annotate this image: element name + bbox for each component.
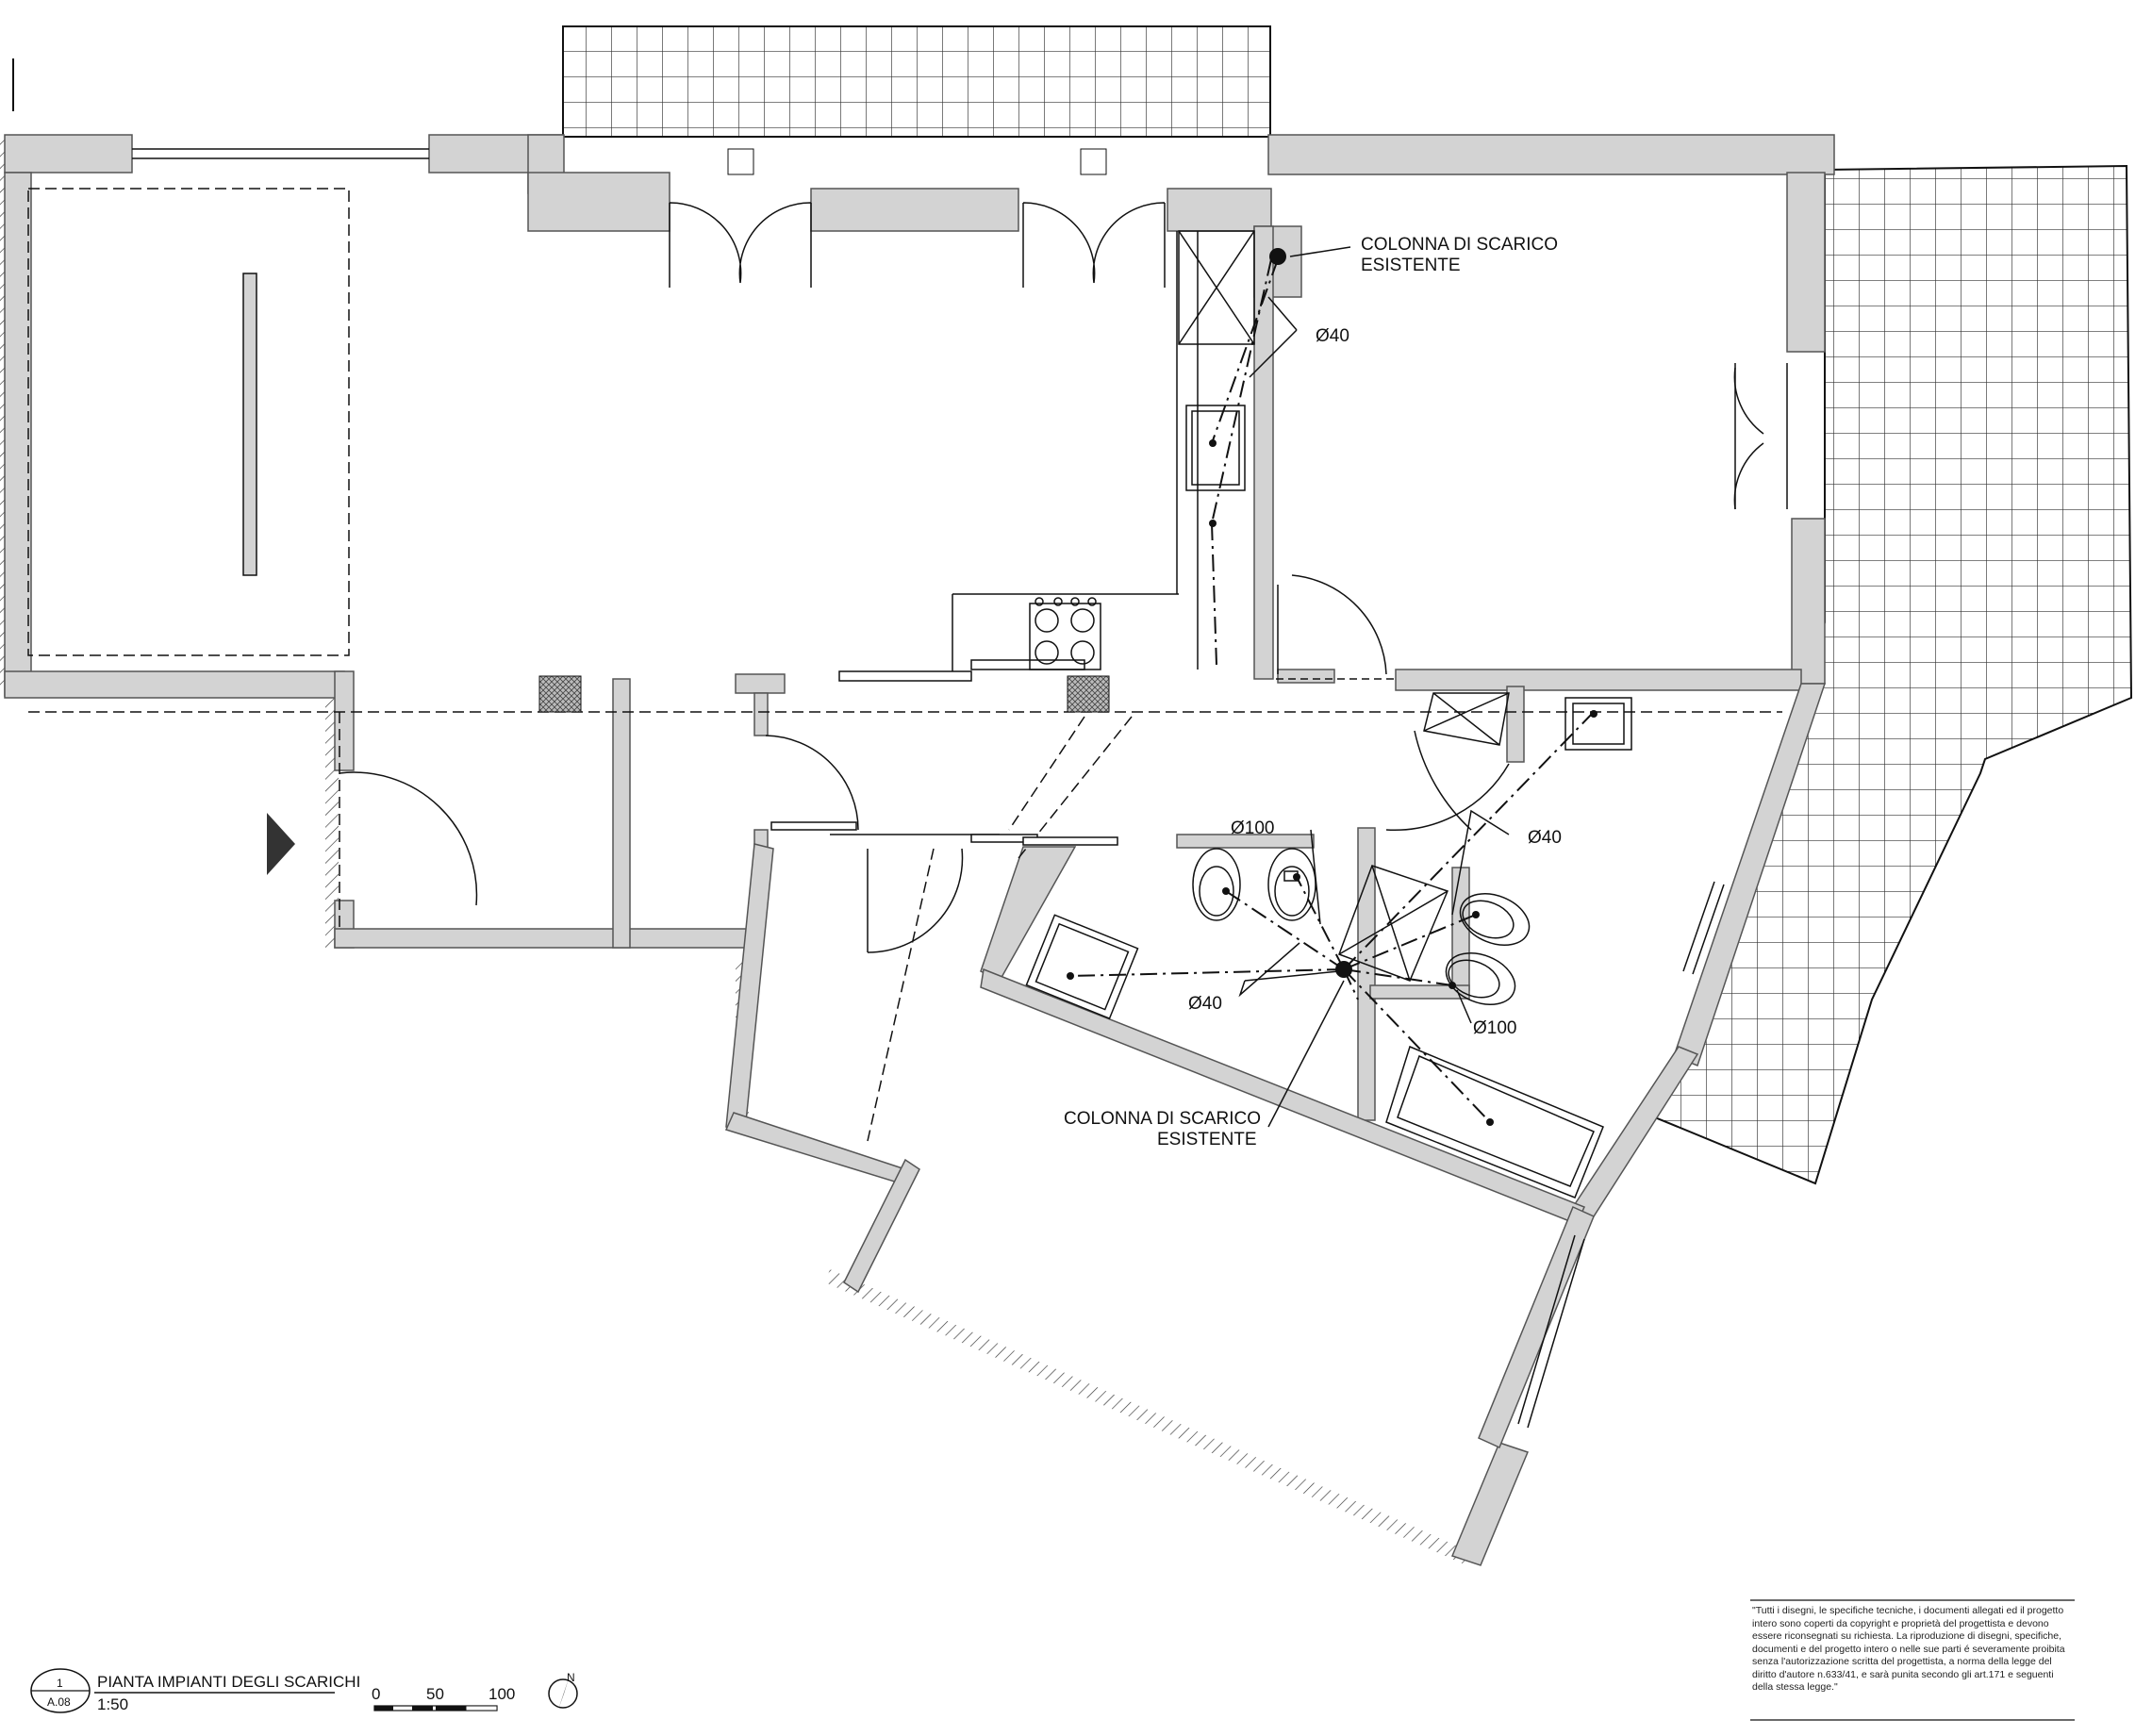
leaders xyxy=(1238,246,1510,1128)
stack-bottom-line1: COLONNA DI SCARICO xyxy=(1064,1109,1261,1129)
diameter-40-left: Ø40 xyxy=(1188,994,1222,1014)
stack-top-line2: ESISTENTE xyxy=(1361,256,1461,275)
column-2 xyxy=(1067,675,1110,713)
scale-label-0: 0 xyxy=(372,1685,380,1703)
scale-bar: 0 50 100 xyxy=(372,1685,515,1711)
walls xyxy=(4,134,1835,1566)
diameter-100-left: Ø100 xyxy=(1231,818,1274,838)
drain-points xyxy=(1067,248,1597,1126)
diameter-100-right: Ø100 xyxy=(1473,1018,1516,1038)
windows xyxy=(132,148,1725,1429)
copyright-notice: "Tutti i disegni, le specifiche tecniche… xyxy=(1752,1605,2065,1693)
terrace-top xyxy=(562,25,1271,175)
drawing-scale: 1:50 xyxy=(97,1695,128,1713)
title-block: 1 A.08 PIANTA IMPIANTI DEGLI SCARICHI 1:… xyxy=(30,1668,360,1713)
diameter-40-top: Ø40 xyxy=(1316,326,1349,346)
detail-number: 1 xyxy=(57,1677,63,1690)
bathroom-fixtures xyxy=(1025,692,1632,1199)
stack-top-line1: COLONNA DI SCARICO xyxy=(1361,235,1558,255)
scale-label-100: 100 xyxy=(488,1685,515,1703)
north-arrow-icon: N xyxy=(548,1671,578,1710)
kitchen xyxy=(1029,230,1255,670)
exterior-hatch xyxy=(0,58,1471,1565)
stack-bottom-line2: ESISTENTE xyxy=(1157,1130,1257,1149)
scale-label-50: 50 xyxy=(426,1685,444,1703)
interior-lines xyxy=(27,188,1788,1142)
diameter-40-right: Ø40 xyxy=(1528,828,1562,848)
north-label: N xyxy=(567,1671,575,1684)
drawing-title: PIANTA IMPIANTI DEGLI SCARICHI xyxy=(97,1673,360,1691)
entrance-arrow-icon xyxy=(267,813,295,875)
sheet-number: A.08 xyxy=(47,1695,71,1709)
column-1 xyxy=(538,675,582,713)
